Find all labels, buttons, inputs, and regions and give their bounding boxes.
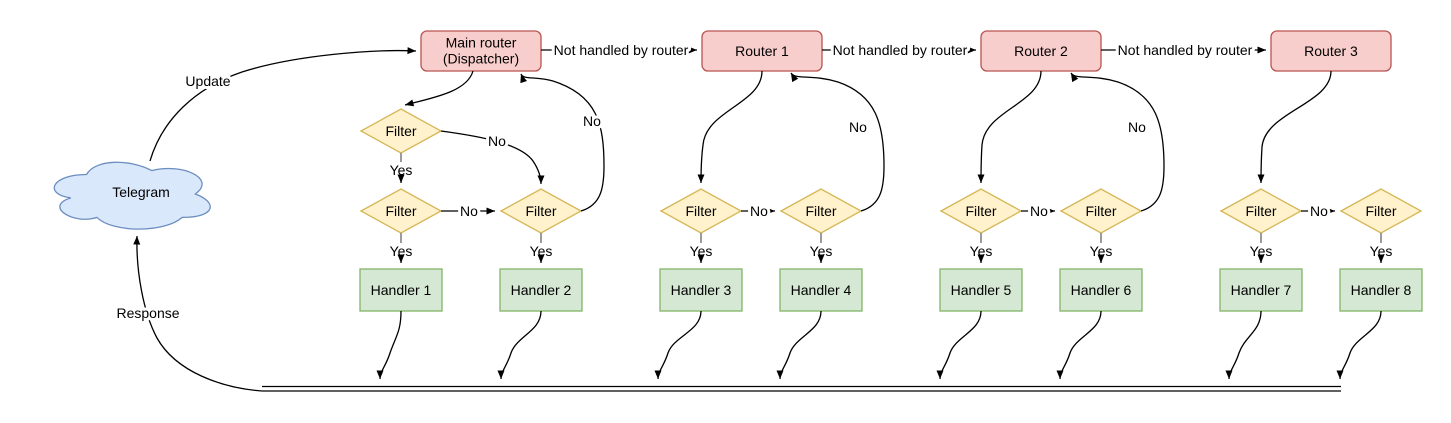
not-handled-label-1: Not handled by router	[554, 42, 689, 58]
filter-r3-2	[1339, 188, 1423, 234]
handler-6-to-bus-edge	[1056, 310, 1102, 380]
handler-5-label: Handler 5	[951, 282, 1012, 298]
filter-main-3-yes-label: Yes	[530, 243, 553, 259]
filter-r2-1-no-label: No	[1030, 203, 1048, 219]
filter-r3-1-no-label: No	[1310, 203, 1328, 219]
filter-main-2-yes-label: Yes	[390, 243, 413, 259]
handler-6-label: Handler 6	[1071, 282, 1132, 298]
handler-3-to-bus-edge	[654, 310, 702, 380]
filter-main-1-label: Filter	[385, 123, 416, 139]
filter-r3-1-yes-label: Yes	[1250, 243, 1273, 259]
filter-main-3-no-label: No	[583, 113, 601, 129]
handler-1-to-bus-edge	[376, 310, 402, 380]
filter-main-1-no-edge	[440, 130, 545, 185]
filter-main-1-yes-label: Yes	[390, 162, 413, 178]
filter-r3-1-label: Filter	[1245, 203, 1276, 219]
filter-r2-1-label: Filter	[965, 203, 996, 219]
handler-1-node	[359, 268, 443, 312]
filter-r1-1-no-label: No	[750, 203, 768, 219]
handler-4-to-bus-edge	[776, 310, 822, 380]
handler-4-label: Handler 4	[791, 282, 852, 298]
handler-2-label: Handler 2	[511, 282, 572, 298]
router-1-to-filter-edge	[697, 70, 763, 184]
handler-3-label: Handler 3	[671, 282, 732, 298]
response-edge	[133, 235, 263, 392]
router-1-label: Router 1	[735, 43, 789, 59]
handler-3-node	[659, 268, 743, 312]
handler-8-node	[1339, 268, 1423, 312]
telegram-cloud-label: Telegram	[112, 184, 170, 200]
filter-r1-1-label: Filter	[685, 203, 716, 219]
update-edge	[149, 47, 417, 162]
update-edge-label: Update	[185, 73, 230, 89]
filter-r3-2-yes-label: Yes	[1370, 243, 1393, 259]
telegram-cloud	[53, 161, 211, 230]
handler-1-label: Handler 1	[371, 282, 432, 298]
filter-r1-2-no-return-edge	[790, 72, 885, 212]
router-2-to-filter-edge	[977, 70, 1042, 184]
response-edge-label: Response	[116, 305, 179, 321]
filter-r2-2-no-return-edge	[1070, 72, 1165, 212]
filter-r2-2-label: Filter	[1085, 203, 1116, 219]
handler-8-label: Handler 8	[1351, 282, 1412, 298]
router-3-label: Router 3	[1304, 43, 1358, 59]
main-router-label-line2: (Dispatcher)	[443, 51, 519, 67]
filter-main-1-no-label: No	[488, 133, 506, 149]
handler-7-to-bus-edge	[1225, 310, 1262, 380]
filter-main-2-no-label: No	[460, 203, 478, 219]
router-3-to-filter-edge	[1257, 70, 1332, 184]
not-handled-label-3: Not handled by router	[1118, 42, 1253, 58]
handler-7-label: Handler 7	[1231, 282, 1292, 298]
main-router-node	[420, 30, 542, 72]
handler-4-node	[779, 268, 863, 312]
filter-r1-2-no-label: No	[849, 119, 867, 135]
filter-r1-2-yes-label: Yes	[810, 243, 833, 259]
filter-main-3-no-return-edge	[520, 73, 605, 212]
filter-main-2-label: Filter	[385, 203, 416, 219]
filter-r2-2-yes-label: Yes	[1090, 243, 1113, 259]
handler-5-node	[939, 268, 1023, 312]
not-handled-label-2: Not handled by router	[833, 42, 968, 58]
handler-2-to-bus-edge	[497, 310, 542, 380]
main-router-label-line1: Main router	[446, 35, 517, 51]
filter-r3-2-label: Filter	[1365, 203, 1396, 219]
handler-8-to-bus-edge	[1336, 310, 1382, 380]
filter-r2-2-no-label: No	[1128, 119, 1146, 135]
filter-main-3-label: Filter	[525, 203, 556, 219]
filter-r1-1-yes-label: Yes	[690, 243, 713, 259]
main-router-to-filter-edge	[404, 70, 474, 107]
router-2-label: Router 2	[1014, 43, 1068, 59]
handler-7-node	[1219, 268, 1303, 312]
filter-r2-1-yes-label: Yes	[970, 243, 993, 259]
filter-r1-2-label: Filter	[805, 203, 836, 219]
handler-2-node	[499, 268, 583, 312]
handler-5-to-bus-edge	[936, 310, 982, 380]
